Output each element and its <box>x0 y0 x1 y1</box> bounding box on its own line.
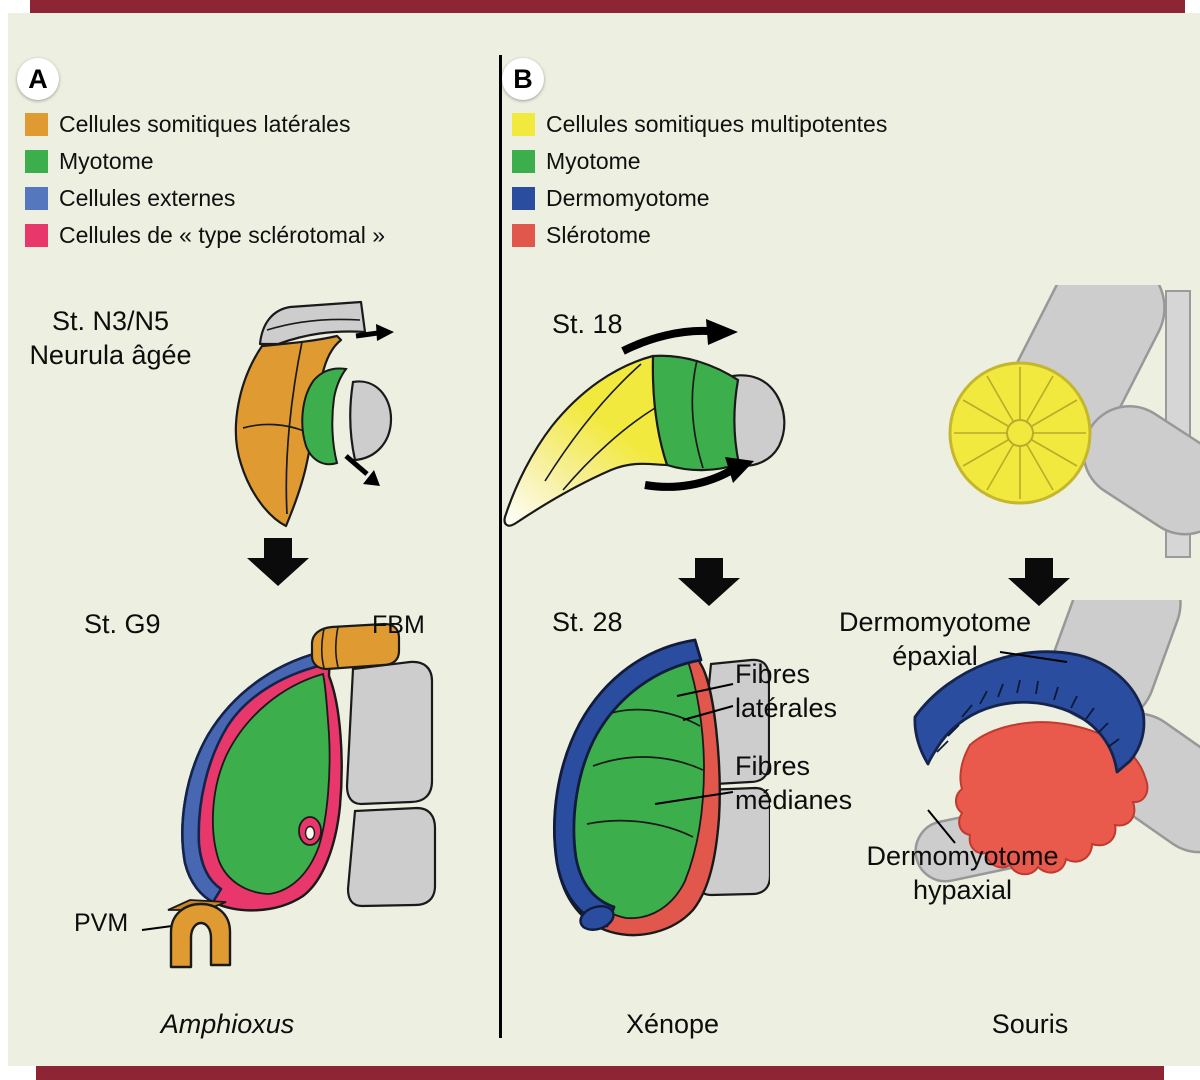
down-arrow-icon <box>247 538 309 586</box>
down-arrow-icon <box>1008 558 1070 606</box>
legend-swatch-sclerotome <box>512 223 535 247</box>
legend-label: Myotome <box>59 147 154 174</box>
myotome-shape <box>301 367 348 466</box>
mouse-embryo-section-drawing <box>948 285 1200 558</box>
xenopus-st28-drawing <box>553 638 770 937</box>
xenopus-st18-drawing <box>503 319 786 527</box>
down-arrow-icon <box>678 558 740 606</box>
rotation-arrow-icon <box>621 319 738 355</box>
legend-label: Cellules somitiques latérales <box>59 110 351 137</box>
species-label-xenope: Xénope <box>625 1009 720 1039</box>
fbm-shape <box>310 622 401 671</box>
movement-arrow-icon <box>355 324 394 341</box>
epaxial-pointer-line <box>999 651 1068 663</box>
hypaxial-pointer-line <box>927 809 956 844</box>
fbm-label: FBM <box>372 611 425 639</box>
stage-label-st18: St. 18 <box>552 309 623 339</box>
legend-item: Dermomyotome <box>512 184 887 211</box>
top-border-bar <box>30 0 1185 13</box>
legend-item: Cellules somitiques multipotentes <box>512 110 888 137</box>
amphioxus-g9-drawing <box>141 622 437 969</box>
myotome-shape <box>651 354 741 472</box>
amphioxus-neurula-drawing <box>234 300 394 528</box>
legend-item: Cellules somitiques latérales <box>25 110 385 137</box>
legend-label: Cellules externes <box>59 184 236 211</box>
stage-label-st28: St. 28 <box>552 607 623 637</box>
rotation-arrow-icon <box>644 457 754 491</box>
sclerotome-shape <box>955 721 1149 876</box>
legend-item: Slérotome <box>512 221 887 248</box>
legend-swatch-multipotent-cells <box>512 112 535 136</box>
pvm-label: PVM <box>74 909 129 937</box>
external-cells-shape <box>181 648 334 904</box>
legend-item: Cellules de « type sclérotomal » <box>25 221 385 248</box>
notochord-shape <box>346 806 437 908</box>
neural-plate-shape <box>258 300 367 346</box>
legend-swatch-myotome <box>512 149 535 173</box>
dermomyotome-epaxial-label: Dermomyotome épaxial <box>838 607 1032 671</box>
legend-swatch-sclerotomal-cells <box>25 223 48 247</box>
panel-b-badge-letter: B <box>513 63 533 94</box>
dermomyotome-hypaxial-label: Dermomyotome hypaxial <box>866 841 1059 905</box>
neural-tube-shape <box>730 374 786 467</box>
panel-a-legend: Cellules somitiques latérales Myotome Ce… <box>25 110 385 260</box>
stage-label-g9: St. G9 <box>84 609 161 639</box>
panel-b-legend: Cellules somitiques multipotentes Myotom… <box>512 110 888 260</box>
pvm-shape <box>167 899 232 969</box>
notochord-shape <box>349 380 393 462</box>
panel-divider <box>499 55 502 1038</box>
bottom-border-bar <box>36 1066 1164 1080</box>
legend-swatch-external-cells <box>25 186 48 210</box>
legend-label: Myotome <box>546 147 641 174</box>
panel-a-badge: A <box>17 58 59 100</box>
movement-arrow-icon <box>344 454 380 486</box>
panel-b-badge: B <box>502 58 544 100</box>
legend-label: Cellules de « type sclérotomal » <box>59 221 385 248</box>
legend-label: Dermomyotome <box>546 184 710 211</box>
multipotent-cells-shape <box>503 354 669 527</box>
panel-a-badge-letter: A <box>28 63 48 94</box>
legend-item: Myotome <box>512 147 887 174</box>
species-label-souris: Souris <box>991 1009 1069 1039</box>
legend-item: Cellules externes <box>25 184 385 211</box>
fibre-pointer-lines <box>654 683 734 805</box>
species-label-amphioxus: Amphioxus <box>160 1009 295 1039</box>
mouse-somite-drawing <box>913 600 1200 883</box>
legend-swatch-myotome <box>25 149 48 173</box>
legend-swatch-lateral-somitic-cells <box>25 112 48 136</box>
legend-label: Cellules somitiques multipotentes <box>546 110 888 137</box>
fibres-laterales-label: Fibres latérales <box>735 659 838 723</box>
legend-item: Myotome <box>25 147 385 174</box>
neural-tube-shape <box>345 660 434 806</box>
pvm-pointer-line <box>141 925 173 931</box>
legend-swatch-dermomyotome <box>512 186 535 210</box>
multipotent-somite-shape <box>948 361 1092 505</box>
legend-label: Slérotome <box>546 221 651 248</box>
dermomyotome-shape <box>913 650 1146 774</box>
fibres-medianes-label: Fibres médianes <box>735 751 853 815</box>
stage-label-neurula: St. N3/N5 Neurula âgée <box>29 306 192 370</box>
dermomyotome-cell-hatching <box>936 679 1120 753</box>
myotome-shape <box>572 656 705 919</box>
